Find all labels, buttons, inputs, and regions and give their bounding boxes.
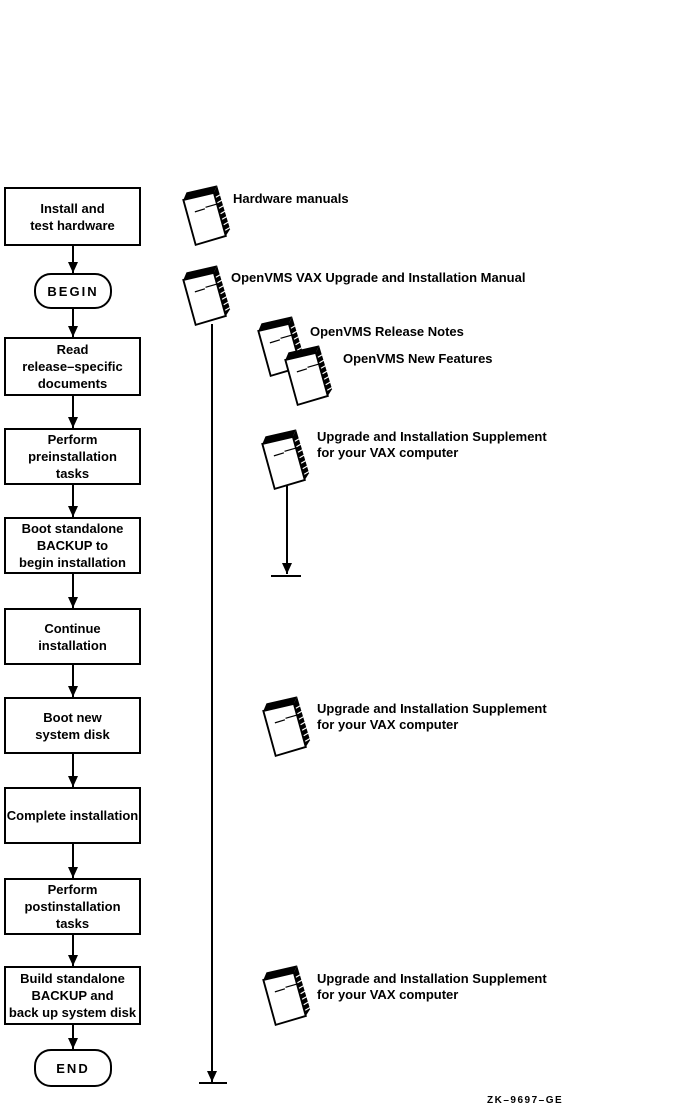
flow-box-line: Read (56, 342, 89, 357)
flow-terminal-end: END (34, 1049, 112, 1087)
doc-label-line: OpenVMS New Features (343, 351, 493, 366)
doc-label-new-features: OpenVMS New Features (343, 351, 493, 367)
flow-box-line: release–specific (22, 359, 123, 374)
flow-box-line: Boot standalone (21, 521, 124, 536)
doc-label-line: for your VAX computer (317, 987, 459, 1002)
doc-label-line: for your VAX computer (317, 717, 459, 732)
terminal-label: BEGIN (47, 283, 99, 299)
terminal-label: END (56, 1060, 90, 1076)
flow-box-line: Perform (47, 432, 98, 447)
figure-code: ZK–9697–GE (487, 1095, 564, 1106)
flow-box-line: begin installation (19, 555, 126, 570)
book-icon (284, 345, 334, 407)
flow-box-boot-standalone: Boot standalone BACKUP to begin installa… (4, 517, 141, 574)
doc-label-line: Upgrade and Installation Supplement (317, 701, 547, 716)
flow-arrow (68, 573, 78, 608)
arrow-end-bar (271, 575, 301, 577)
flow-box-line: tasks (55, 916, 90, 931)
doc-label-line: Upgrade and Installation Supplement (317, 429, 547, 444)
flow-box-line: Complete installation (6, 808, 139, 823)
flow-box-line: Perform (47, 882, 98, 897)
doc-label-line: OpenVMS Release Notes (310, 324, 464, 339)
doc-label-upgrade-installation-manual: OpenVMS VAX Upgrade and Installation Man… (231, 270, 525, 286)
flow-box-line: back up system disk (8, 1005, 137, 1020)
flow-box-line: preinstallation (28, 449, 117, 464)
flow-arrow (68, 843, 78, 878)
flow-box-continue-installation: Continue installation (4, 608, 141, 665)
arrow-end-bar (199, 1082, 227, 1084)
doc-label-hardware-manuals: Hardware manuals (233, 191, 349, 207)
flow-box-line: test hardware (30, 217, 115, 233)
flow-box-line: Install and (40, 200, 105, 216)
flow-box-line: postinstallation (24, 899, 121, 914)
flow-arrow (68, 309, 78, 337)
flow-box-line: installation (38, 637, 107, 653)
supplement-scope-arrow (282, 486, 292, 574)
flow-box-line: BACKUP and (31, 988, 114, 1003)
flow-terminal-begin: BEGIN (34, 273, 112, 309)
flow-box-line: Build standalone (20, 971, 125, 986)
flow-box-build-standalone: Build standalone BACKUP and back up syst… (4, 966, 141, 1025)
doc-label-supplement-build-standalone: Upgrade and Installation Supplement for … (317, 971, 547, 1003)
flow-arrow (68, 664, 78, 697)
flow-arrow (68, 395, 78, 428)
doc-label-line: Upgrade and Installation Supplement (317, 971, 547, 986)
flow-box-boot-new-disk: Boot new system disk (4, 697, 141, 754)
doc-label-line: Hardware manuals (233, 191, 349, 206)
flow-box-install-hardware: Install and test hardware (4, 187, 141, 246)
flow-box-line: documents (37, 376, 108, 391)
doc-label-supplement-boot-new-disk: Upgrade and Installation Supplement for … (317, 701, 547, 733)
book-icon (262, 696, 312, 758)
doc-label-line: OpenVMS VAX Upgrade and Installation Man… (231, 270, 526, 285)
doc-label-line: for your VAX computer (317, 445, 459, 460)
flow-arrow (68, 753, 78, 787)
flow-box-postinstallation: Perform postinstallation tasks (4, 878, 141, 935)
flow-box-line: BACKUP to (36, 538, 109, 553)
doc-label-supplement-preinstallation: Upgrade and Installation Supplement for … (317, 429, 547, 461)
book-icon (182, 185, 232, 247)
flow-arrow (68, 245, 78, 273)
flow-box-line: system disk (35, 726, 110, 742)
book-icon (261, 429, 311, 491)
flow-box-line: Continue (44, 620, 101, 636)
flow-box-line: Boot new (43, 709, 102, 725)
flow-box-line: tasks (55, 466, 90, 481)
book-icon (182, 265, 232, 327)
flow-box-read-documents: Read release–specific documents (4, 337, 141, 396)
flow-arrow (68, 1024, 78, 1049)
flow-box-preinstallation: Perform preinstallation tasks (4, 428, 141, 485)
flow-box-complete-installation: Complete installation (4, 787, 141, 844)
doc-label-release-notes: OpenVMS Release Notes (310, 324, 464, 340)
flow-arrow (68, 934, 78, 966)
book-icon (262, 965, 312, 1027)
manual-scope-arrow (207, 324, 217, 1082)
flow-arrow (68, 484, 78, 517)
